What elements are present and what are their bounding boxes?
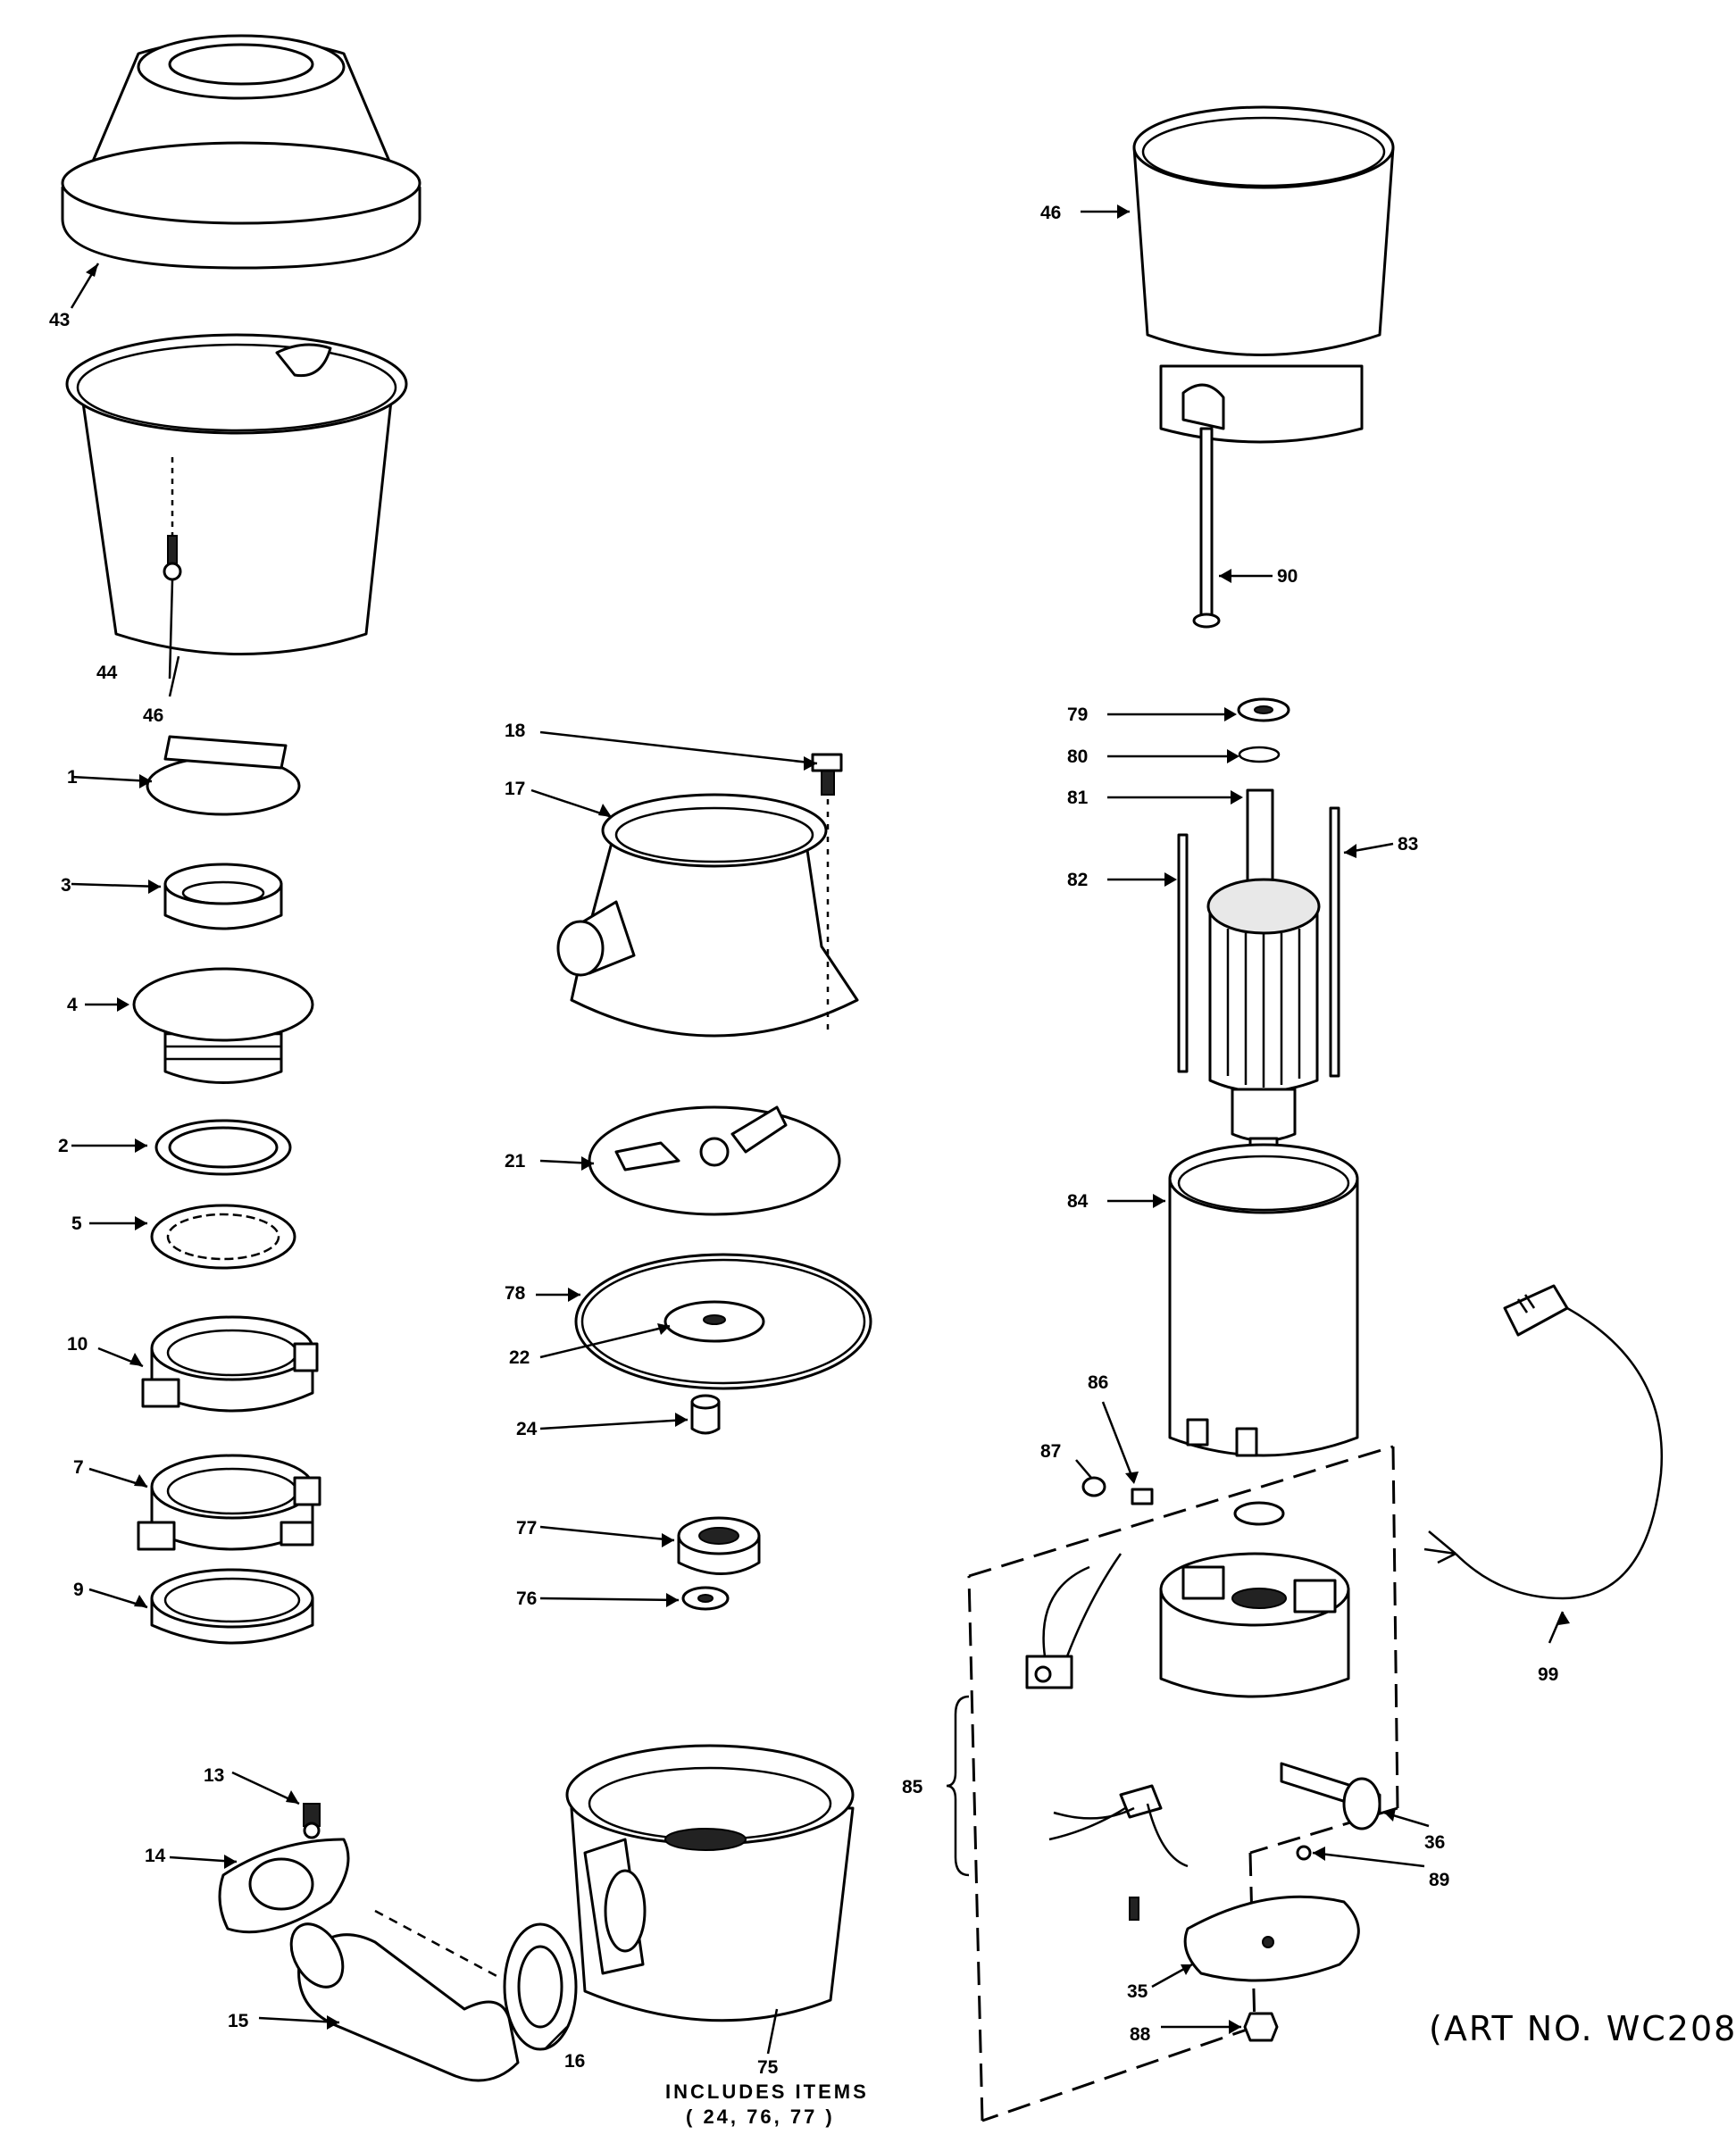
part-77-bearing: [677, 1516, 761, 1575]
label-2: 2: [58, 1136, 69, 1156]
part-86-brush: [1131, 1488, 1154, 1505]
label-7: 7: [73, 1457, 84, 1478]
label-36: 36: [1424, 1832, 1445, 1853]
part-90-bolt: [1192, 427, 1221, 629]
label-43: 43: [49, 310, 70, 330]
label-99: 99: [1538, 1664, 1558, 1685]
label-46-right: 46: [1040, 203, 1061, 223]
label-77: 77: [516, 1518, 537, 1538]
label-17: 17: [505, 779, 525, 799]
part-88-nut: [1243, 2012, 1279, 2042]
label-22: 22: [509, 1347, 530, 1368]
includes-items-line1: INCLUDES ITEMS: [665, 2080, 869, 2103]
includes-items-line2: ( 24, 76, 77 ): [686, 2105, 835, 2128]
label-88: 88: [1130, 2024, 1151, 2045]
part-46-shell-right: [1132, 105, 1395, 444]
label-76: 76: [516, 1588, 537, 1609]
part-76-washer: [681, 1586, 730, 1611]
label-80: 80: [1067, 746, 1088, 767]
label-15: 15: [228, 2011, 249, 2031]
part-87-nut: [1081, 1476, 1106, 1497]
label-81: 81: [1067, 788, 1089, 808]
label-14: 14: [145, 1846, 166, 1866]
label-84: 84: [1067, 1191, 1089, 1212]
label-1: 1: [67, 767, 78, 788]
part-44-screw: [163, 457, 182, 581]
part-13-screw: [303, 1803, 321, 1839]
part-4-sink-flange: [132, 967, 314, 1084]
label-4: 4: [67, 995, 78, 1015]
part-10-clamp-ring: [141, 1315, 319, 1413]
label-89: 89: [1429, 1870, 1449, 1890]
label-87: 87: [1040, 1441, 1061, 1462]
label-24: 24: [516, 1419, 538, 1439]
label-86: 86: [1088, 1372, 1108, 1393]
label-83: 83: [1398, 834, 1418, 855]
label-5: 5: [71, 1213, 82, 1234]
part-1-baffle: [146, 735, 301, 816]
part-9-gasket: [150, 1568, 314, 1645]
label-44: 44: [96, 663, 118, 683]
part-16-flange: [503, 1922, 578, 2051]
part-43-cover: [61, 34, 421, 270]
part-81-rotor: [1206, 788, 1321, 1160]
part-14-gasket: [218, 1838, 350, 1934]
label-13: 13: [204, 1765, 224, 1786]
part-83-stud: [1329, 806, 1340, 1078]
part-2-gasket: [154, 1119, 292, 1176]
label-75: 75: [757, 2057, 779, 2078]
part-75-housing: [565, 1744, 855, 2022]
part-24-bushing: [690, 1394, 721, 1435]
label-16: 16: [564, 2051, 585, 2072]
part-36-bracket: [1280, 1762, 1381, 1830]
part-84-stator-shell: [1168, 1143, 1359, 1457]
part-85-end-bell-assembly: [967, 1445, 1399, 2122]
label-18: 18: [505, 721, 526, 741]
art-number: (ART NO. WC208): [1429, 2009, 1736, 2048]
label-82: 82: [1067, 870, 1088, 890]
label-79: 79: [1067, 705, 1088, 725]
label-35: 35: [1127, 1981, 1148, 2002]
part-21-shredder-plate: [588, 1105, 841, 1216]
part-99-power-cord: [1423, 1284, 1664, 1600]
part-22-washer: [664, 1300, 765, 1343]
part-7-mounting-ring: [137, 1454, 321, 1551]
part-3-stopper: [163, 863, 283, 930]
label-10: 10: [67, 1334, 88, 1355]
part-79-washer: [1237, 697, 1290, 722]
tube-alignment-line: [374, 1909, 501, 1980]
brace-85: [946, 1695, 970, 1877]
label-9: 9: [73, 1580, 84, 1600]
part-82-stud: [1177, 833, 1189, 1073]
label-85: 85: [902, 1777, 923, 1797]
part-46-shell-left: [65, 333, 408, 655]
part-15-discharge-tube: [289, 1922, 520, 2082]
label-3: 3: [61, 875, 71, 896]
part-89-screw: [1296, 1845, 1312, 1861]
label-21: 21: [505, 1151, 526, 1172]
part-18-screw: [811, 753, 843, 1036]
part-17-hopper: [556, 793, 859, 1038]
part-35-end-cap: [1183, 1895, 1360, 1982]
part-5-ring: [150, 1204, 296, 1270]
part-labels: 43 44 46 1 3 4 2 5 10 7 9 13 14 15 16 18…: [49, 203, 1736, 2128]
arrowheads: [86, 204, 1570, 2034]
label-90: 90: [1277, 566, 1298, 587]
label-78: 78: [505, 1283, 526, 1304]
label-46-left: 46: [143, 705, 163, 726]
part-80-retaining-ring: [1238, 746, 1281, 763]
